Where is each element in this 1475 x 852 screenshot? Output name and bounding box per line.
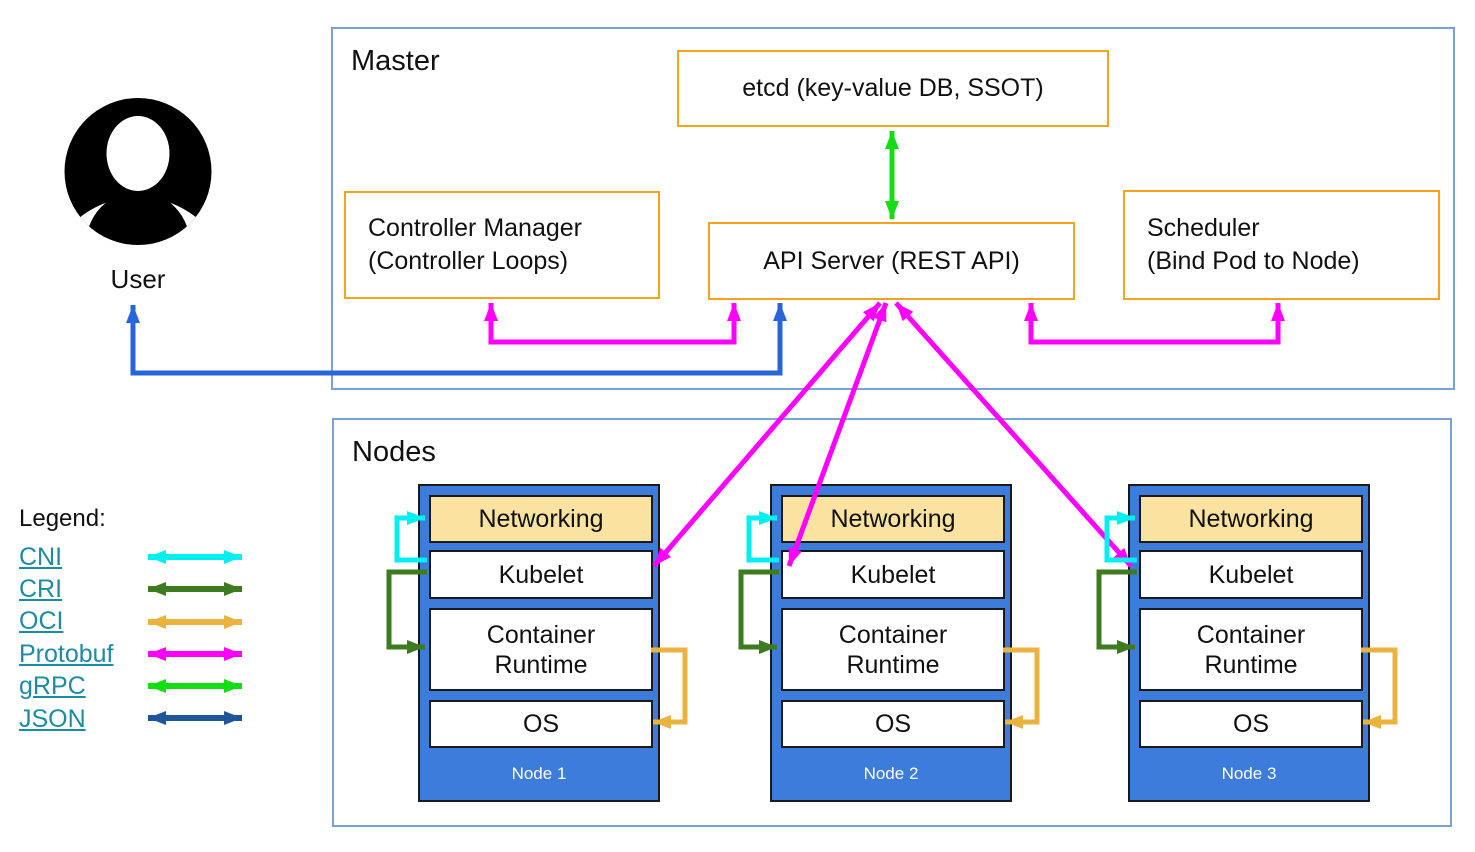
legend-item-json: JSON xyxy=(19,703,114,735)
node-3-label: Node 3 xyxy=(1221,764,1277,783)
node-1: Networking Kubelet Container Runtime OS … xyxy=(418,484,660,802)
legend: Legend: CNI CRI OCI Protobuf gRPC JSON xyxy=(19,505,114,735)
etcd-label: etcd (key-value DB, SSOT) xyxy=(742,74,1044,102)
nodes-section-box: Nodes xyxy=(332,418,1452,827)
legend-item-grpc: gRPC xyxy=(19,671,114,703)
api-server-box: API Server (REST API) xyxy=(708,222,1075,300)
controller-manager-label-line2: (Controller Loops) xyxy=(368,247,569,275)
node-3: Networking Kubelet Container Runtime OS … xyxy=(1128,484,1370,802)
networking-label: Networking xyxy=(830,505,956,533)
controller-manager-box: Controller Manager (Controller Loops) xyxy=(344,191,660,299)
node-3-os-box: OS xyxy=(1139,700,1363,748)
os-label: OS xyxy=(522,710,560,738)
protobuf-link[interactable]: Protobuf xyxy=(19,639,114,668)
node-1-os-box: OS xyxy=(429,700,653,748)
kubelet-label: Kubelet xyxy=(498,560,584,589)
container-runtime-label: Container Runtime xyxy=(1196,620,1306,679)
legend-item-cni: CNI xyxy=(19,541,114,573)
node-1-label: Node 1 xyxy=(511,764,567,783)
user-figure: User xyxy=(63,95,213,295)
master-section-box: Master xyxy=(331,27,1455,390)
node-2-kubelet-box: Kubelet xyxy=(781,550,1005,599)
scheduler-label-line1: Scheduler xyxy=(1147,214,1260,242)
node-3-kubelet-box: Kubelet xyxy=(1139,550,1363,599)
api-server-label: API Server (REST API) xyxy=(763,246,1020,275)
node-1-container-runtime-box: Container Runtime xyxy=(429,608,653,691)
node-1-kubelet-box: Kubelet xyxy=(429,550,653,599)
os-label: OS xyxy=(874,710,912,738)
scheduler-box: Scheduler (Bind Pod to Node) xyxy=(1123,190,1440,300)
user-icon xyxy=(64,98,212,245)
oci-link[interactable]: OCI xyxy=(19,607,64,636)
networking-label: Networking xyxy=(478,505,604,533)
controller-manager-label-line1: Controller Manager xyxy=(368,214,582,242)
container-runtime-label: Container Runtime xyxy=(838,620,948,679)
master-section-title: Master xyxy=(351,45,440,77)
node-2-container-runtime-box: Container Runtime xyxy=(781,608,1005,691)
legend-item-protobuf: Protobuf xyxy=(19,638,114,670)
node-1-networking-box: Networking xyxy=(429,495,653,543)
etcd-box: etcd (key-value DB, SSOT) xyxy=(677,50,1109,127)
node-2: Networking Kubelet Container Runtime OS … xyxy=(770,484,1012,802)
kubelet-label: Kubelet xyxy=(850,560,936,589)
cri-link[interactable]: CRI xyxy=(19,575,63,604)
node-2-os-box: OS xyxy=(781,700,1005,748)
container-runtime-label: Container Runtime xyxy=(486,620,596,679)
scheduler-label-line2: (Bind Pod to Node) xyxy=(1147,247,1360,275)
node-2-networking-box: Networking xyxy=(781,495,1005,543)
node-2-label: Node 2 xyxy=(863,764,919,783)
node-3-networking-box: Networking xyxy=(1139,495,1363,543)
legend-item-oci: OCI xyxy=(19,606,114,638)
legend-item-cri: CRI xyxy=(19,573,114,605)
legend-title: Legend: xyxy=(19,505,106,532)
grpc-link[interactable]: gRPC xyxy=(19,672,86,701)
nodes-section-title: Nodes xyxy=(352,436,436,468)
kubelet-label: Kubelet xyxy=(1208,560,1294,589)
node-3-container-runtime-box: Container Runtime xyxy=(1139,608,1363,691)
cni-link[interactable]: CNI xyxy=(19,542,63,571)
networking-label: Networking xyxy=(1188,505,1314,533)
json-link[interactable]: JSON xyxy=(19,704,86,733)
user-label: User xyxy=(110,264,166,294)
os-label: OS xyxy=(1232,710,1270,738)
